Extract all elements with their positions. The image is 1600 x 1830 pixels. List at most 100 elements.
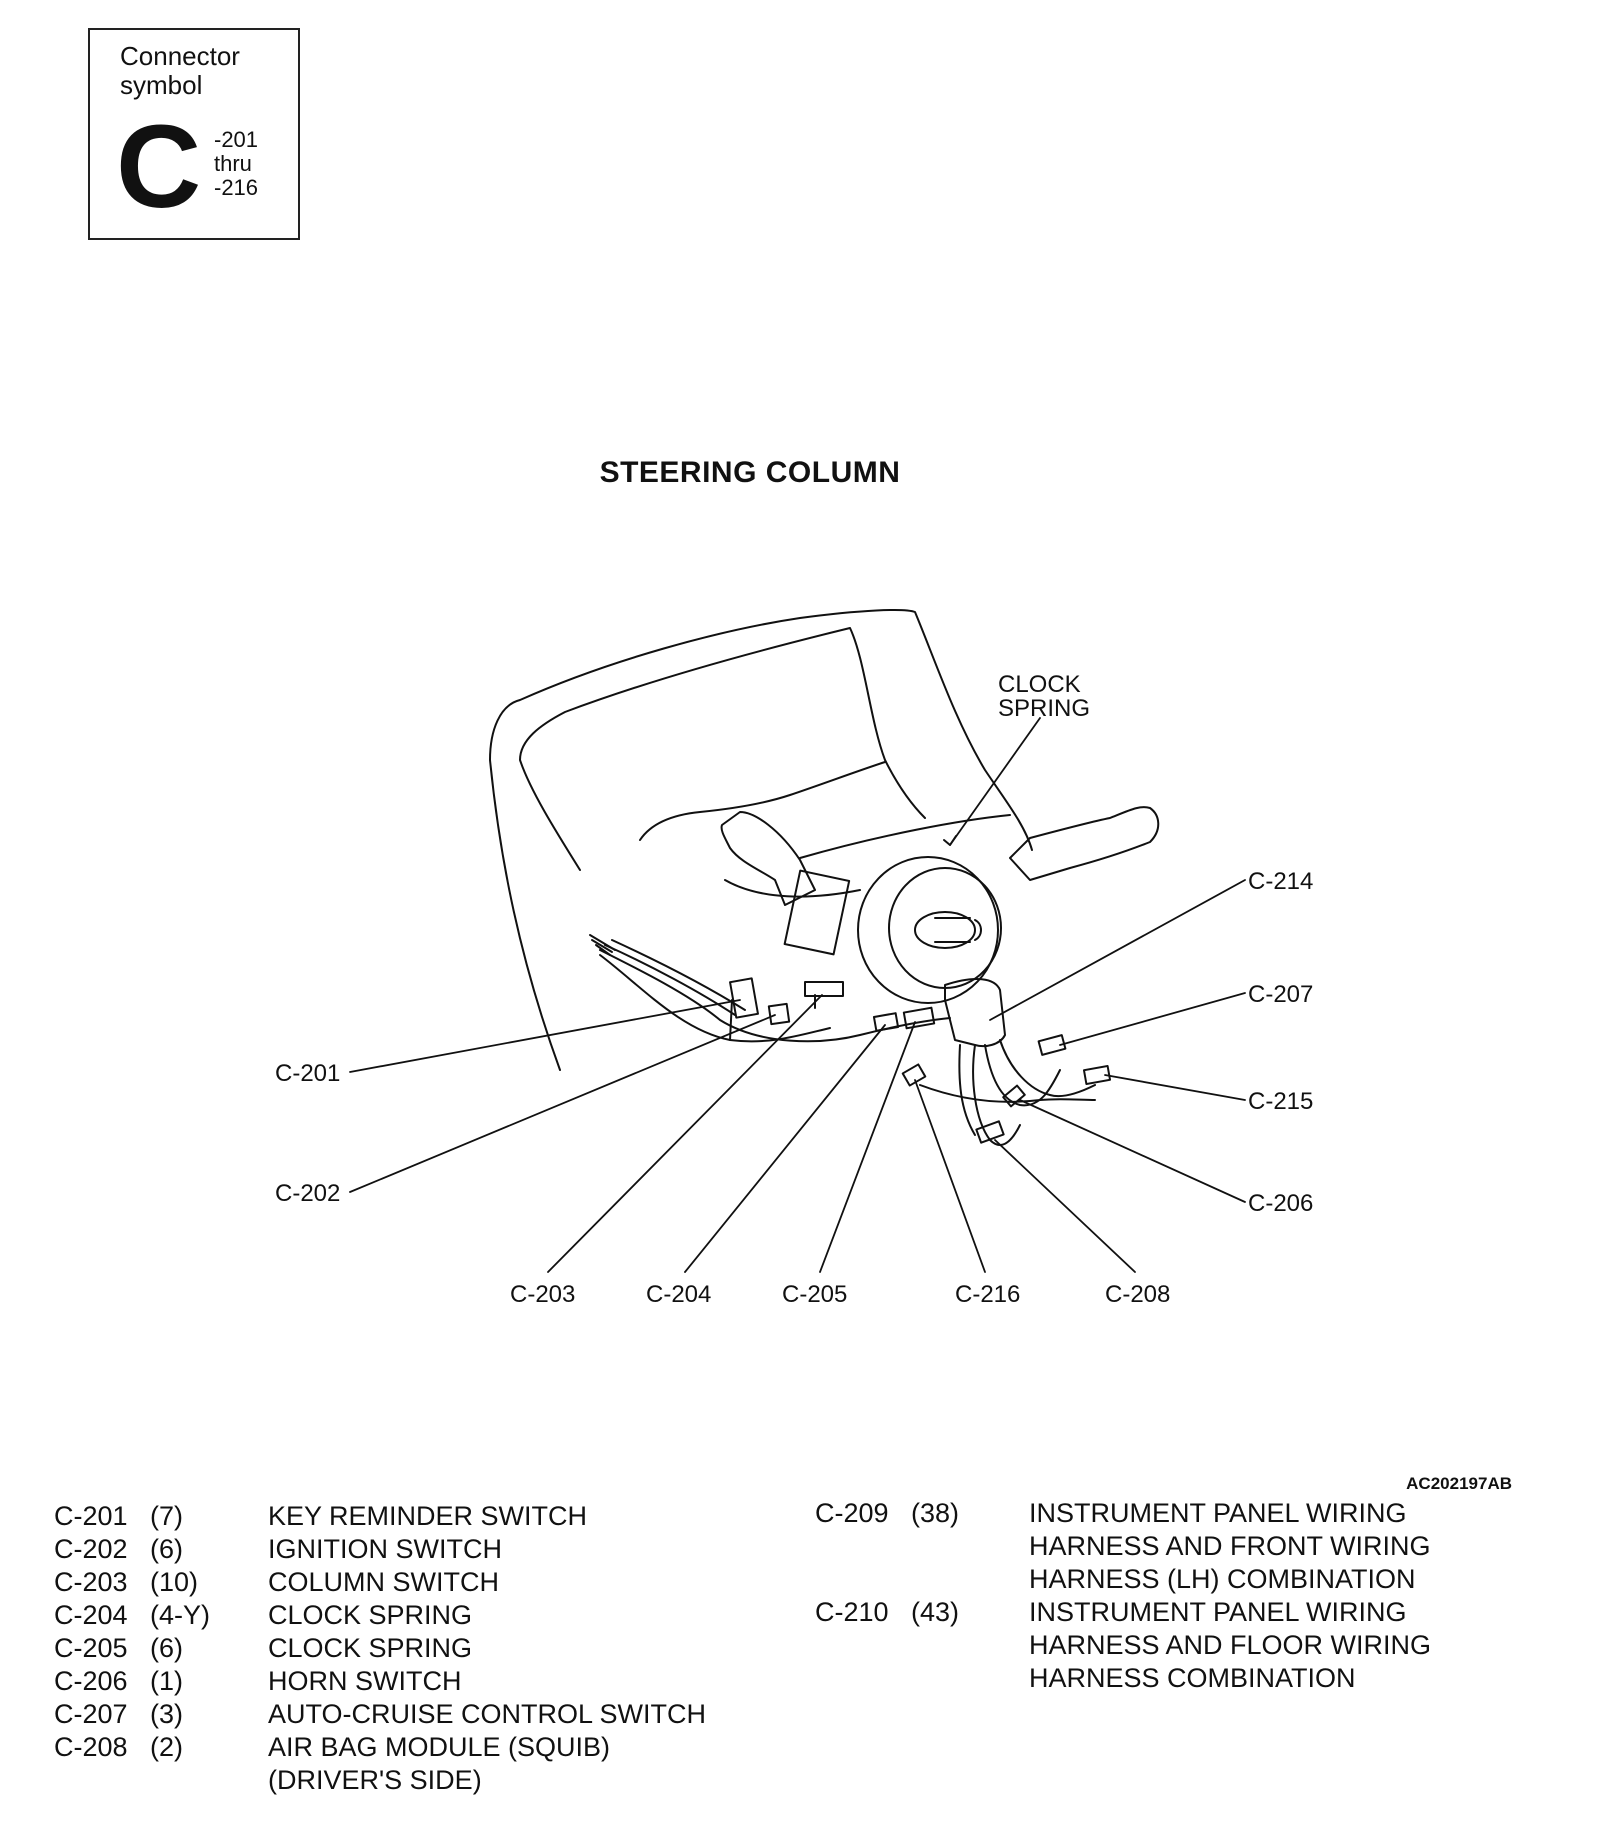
leader-c202 (349, 1014, 776, 1193)
legend-item: C-204 (4-Y) CLOCK SPRING (54, 1599, 754, 1632)
connector-symbol-title: Connector symbol (120, 41, 240, 100)
legend-id: C-206 (54, 1666, 128, 1696)
connector-c216 (901, 1063, 927, 1087)
leader-c208 (994, 1139, 1136, 1273)
legend-pins: (6) (150, 1633, 183, 1663)
legend-pins: (43) (911, 1597, 960, 1627)
clock-spring-connector-housing (944, 978, 1006, 1048)
harness-wire-3 (611, 939, 746, 1011)
legend-item: C-207 (3) AUTO-CRUISE CONTROL SWITCH (54, 1698, 754, 1731)
connector-c206 (1002, 1084, 1026, 1108)
leader-c203 (547, 994, 823, 1273)
legend-item-continued: HARNESS AND FLOOR WIRING (815, 1629, 1515, 1662)
connector-symbol-letter: C (116, 101, 202, 233)
legend-desc: HARNESS AND FLOOR WIRING (1029, 1630, 1432, 1660)
figure-code: AC202197AB (1406, 1474, 1512, 1493)
harness-wire-8 (999, 1039, 1096, 1098)
leader-c215 (1104, 1074, 1246, 1101)
legend-id: C-208 (54, 1732, 128, 1762)
connector-c207 (1037, 1034, 1067, 1056)
right-stalk (1009, 806, 1160, 881)
leader-c206 (1019, 1099, 1246, 1203)
legend-pins: (2) (150, 1732, 183, 1762)
legend-desc: AIR BAG MODULE (SQUIB) (268, 1732, 611, 1762)
legend-desc: COLUMN SWITCH (268, 1567, 499, 1597)
label-c206: C-206 (1248, 1190, 1313, 1217)
legend-id: C-205 (54, 1633, 128, 1663)
steering-shaft-hub (914, 911, 976, 949)
legend-id: C-207 (54, 1699, 128, 1729)
connector-c208 (975, 1120, 1005, 1144)
legend-item-continued: HARNESS AND FRONT WIRING (815, 1530, 1515, 1563)
legend-item: C-208 (2) AIR BAG MODULE (SQUIB) (54, 1731, 754, 1764)
connector-symbol-box: Connector symbol C -201 thru -216 (88, 28, 300, 240)
harness-wire-7 (958, 1044, 976, 1136)
legend-item: C-209 (38) INSTRUMENT PANEL WIRING (815, 1497, 1515, 1530)
leader-c207 (1059, 992, 1246, 1046)
label-c207: C-207 (1248, 981, 1313, 1008)
steering-shaft (934, 917, 982, 943)
connector-c204 (872, 1012, 900, 1032)
range-word: thru (214, 151, 252, 176)
legend-id: C-201 (54, 1501, 128, 1531)
leader-c201 (349, 999, 741, 1073)
label-c208: C-208 (1105, 1281, 1170, 1308)
legend-desc: INSTRUMENT PANEL WIRING (1029, 1498, 1407, 1528)
legend-pins: (10) (150, 1567, 199, 1597)
dashboard-outline (489, 609, 1033, 1071)
leader-c214 (989, 879, 1246, 1021)
label-c216: C-216 (955, 1281, 1020, 1308)
leader-c216 (914, 1079, 986, 1273)
label-clock-spring-1: CLOCK (998, 671, 1081, 698)
legend-desc: CLOCK SPRING (268, 1600, 473, 1630)
label-c204: C-204 (646, 1281, 711, 1308)
clock-spring-outer (857, 856, 999, 1004)
legend-id: C-202 (54, 1534, 128, 1564)
legend-desc: HORN SWITCH (268, 1666, 462, 1696)
harness-end-tie (589, 934, 616, 956)
legend-id: C-203 (54, 1567, 128, 1597)
legend-pins: (6) (150, 1534, 183, 1564)
legend-item: C-210 (43) INSTRUMENT PANEL WIRING (815, 1596, 1515, 1629)
range-start: -201 (214, 127, 259, 152)
label-clock-spring-2: SPRING (998, 695, 1090, 722)
connector-c203 (804, 981, 844, 997)
left-stalk-base (783, 869, 851, 956)
label-c205: C-205 (782, 1281, 847, 1308)
cluster-outline (639, 761, 886, 841)
connector-c201 (729, 977, 759, 1019)
legend-desc: IGNITION SWITCH (268, 1534, 502, 1564)
harness-wire-9 (919, 1084, 1096, 1103)
legend-id: C-210 (815, 1597, 889, 1627)
legend-item-continued: HARNESS COMBINATION (815, 1662, 1515, 1695)
legend-item: C-203 (10) COLUMN SWITCH (54, 1566, 754, 1599)
column-upper-line (799, 814, 1011, 859)
clock-spring-inner (888, 867, 1002, 989)
label-c202: C-202 (275, 1180, 340, 1207)
legend-desc: HARNESS AND FRONT WIRING (1029, 1531, 1431, 1561)
range-end: -216 (214, 175, 259, 200)
legend-pins: (3) (150, 1699, 183, 1729)
legend-pins: (1) (150, 1666, 183, 1696)
harness-wire-5 (972, 1044, 1021, 1146)
clock-spring-arrowhead (943, 835, 957, 846)
harness-wire-6 (984, 1044, 1061, 1107)
legend-item: C-206 (1) HORN SWITCH (54, 1665, 754, 1698)
legend-left: C-201 (7) KEY REMINDER SWITCH C-202 (6) … (54, 1500, 754, 1797)
leader-clock-spring (949, 717, 1041, 846)
leader-c205 (819, 1021, 916, 1273)
legend-desc: CLOCK SPRING (268, 1633, 473, 1663)
label-c215: C-215 (1248, 1088, 1313, 1115)
legend-id: C-204 (54, 1600, 128, 1630)
legend-item: C-205 (6) CLOCK SPRING (54, 1632, 754, 1665)
connector-symbol-range: -201 thru -216 (214, 128, 258, 200)
legend-desc-line2: (DRIVER'S SIDE) (268, 1765, 482, 1795)
dashboard-inner-outline (519, 627, 926, 871)
connector-c215 (1082, 1065, 1112, 1085)
legend-item-continued: HARNESS (LH) COMBINATION (815, 1563, 1515, 1596)
legend-id: C-209 (815, 1498, 889, 1528)
legend-item-continued: (DRIVER'S SIDE) (54, 1764, 754, 1797)
connector-c205 (902, 1006, 936, 1030)
connector-c202 (767, 1002, 791, 1026)
legend-pins: (4-Y) (150, 1600, 210, 1630)
